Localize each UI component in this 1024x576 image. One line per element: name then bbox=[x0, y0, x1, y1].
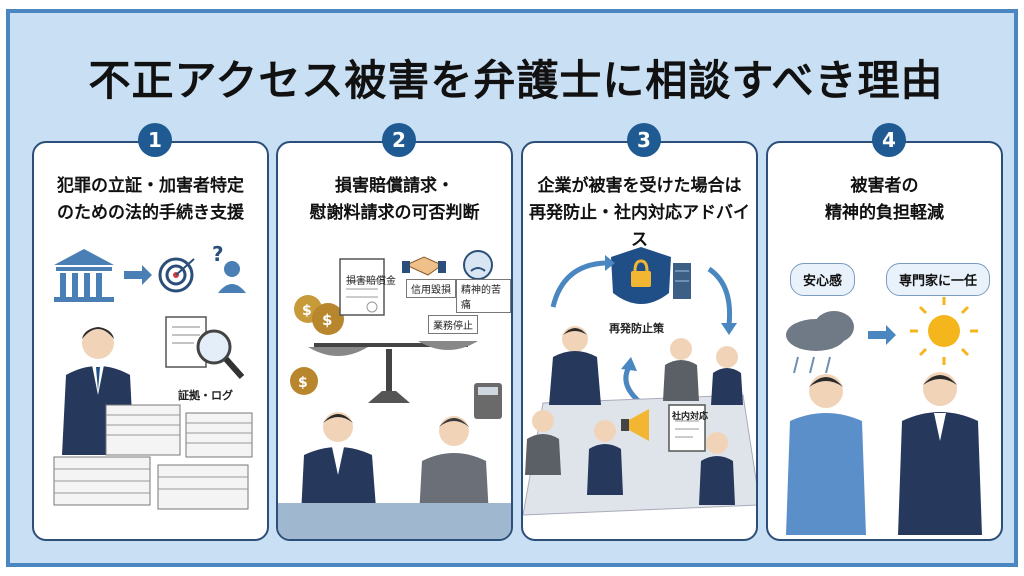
claim-document-icon bbox=[339, 258, 385, 316]
card-2-title: 損害賠償請求・ 慰謝料請求の可否判断 bbox=[309, 176, 480, 223]
calculator-icon bbox=[474, 383, 502, 419]
damages-doc-label: 損害賠償金 bbox=[346, 276, 396, 287]
card-4-title: 被害者の 精神的負担軽減 bbox=[825, 176, 944, 223]
lawyer-figure bbox=[898, 372, 982, 535]
paper-stacks bbox=[53, 404, 253, 510]
server-icon bbox=[673, 263, 691, 299]
svg-text:$: $ bbox=[298, 375, 308, 391]
business-stop-label: 業務停止 bbox=[428, 315, 478, 334]
expert-bubble: 専門家に一任 bbox=[886, 263, 991, 296]
desk bbox=[278, 503, 511, 539]
attendee-figures bbox=[525, 338, 743, 505]
courthouse-icon bbox=[54, 249, 114, 302]
relief-illustration bbox=[786, 297, 982, 535]
reason-card-3: 企業が被害を受けた場合は 再発防止・社内対応アドバイス bbox=[521, 141, 758, 541]
reason-card-4: 被害者の 精神的負担軽減 bbox=[766, 141, 1003, 541]
magnifier-icon bbox=[196, 329, 245, 379]
svg-text:$: $ bbox=[322, 311, 332, 329]
security-shield-icon bbox=[611, 247, 671, 304]
balance-scale-icon bbox=[308, 341, 478, 403]
prevention-measures-label: 再発防止策 bbox=[609, 322, 664, 335]
cycle-arrow-icons bbox=[550, 255, 737, 405]
step-number-3: 3 bbox=[627, 123, 661, 157]
handshake-icon bbox=[402, 256, 446, 276]
card-1-title: 犯罪の立証・加害者特定 のための法的手続き支援 bbox=[57, 176, 244, 223]
step-number-2: 2 bbox=[382, 123, 416, 157]
svg-text:$: $ bbox=[302, 303, 312, 319]
trust-damage-label: 信用毀損 bbox=[406, 279, 456, 298]
rain-cloud-icon bbox=[786, 311, 854, 374]
svg-text:?: ? bbox=[212, 242, 224, 266]
reason-card-2: 損害賠償請求・ 慰謝料請求の可否判断 $ $ $ bbox=[276, 141, 513, 541]
reason-card-1: 犯罪の立証・加害者特定 のための法的手続き支援 ? bbox=[32, 141, 269, 541]
evidence-log-label: 証拠・ログ bbox=[178, 389, 233, 402]
presenter-figure bbox=[549, 326, 601, 405]
target-icon bbox=[158, 257, 195, 293]
response-document-icon bbox=[668, 404, 706, 452]
distress-face-icon bbox=[463, 250, 493, 280]
prevention-meeting-illustration bbox=[523, 247, 756, 516]
money-bag-icons: $ $ $ bbox=[290, 295, 344, 395]
suspect-user-icon: ? bbox=[212, 242, 246, 293]
step-number-1: 1 bbox=[138, 123, 172, 157]
page-title: 不正アクセス被害を弁護士に相談すべき理由 bbox=[88, 56, 944, 105]
arrow-right-icon bbox=[868, 325, 896, 345]
card-3-title: 企業が被害を受けた場合は 再発防止・社内対応アドバイス bbox=[529, 176, 750, 250]
step-number-4: 4 bbox=[872, 123, 906, 157]
damages-claim-illustration: $ $ $ bbox=[278, 250, 511, 539]
sun-icon bbox=[910, 297, 978, 365]
mental-distress-label: 精神的苦痛 bbox=[456, 279, 511, 313]
internal-response-label: 社内対応 bbox=[672, 412, 709, 422]
legal-procedure-illustration: ? bbox=[53, 242, 253, 510]
arrow-right-icon bbox=[124, 265, 152, 285]
infographic-frame: 不正アクセス被害を弁護士に相談すべき理由 1 2 3 4 犯罪の立証・加害者特定… bbox=[6, 9, 1018, 567]
distressed-victim-figure bbox=[786, 374, 866, 535]
relief-bubble: 安心感 bbox=[790, 263, 856, 296]
megaphone-icon bbox=[621, 409, 649, 441]
